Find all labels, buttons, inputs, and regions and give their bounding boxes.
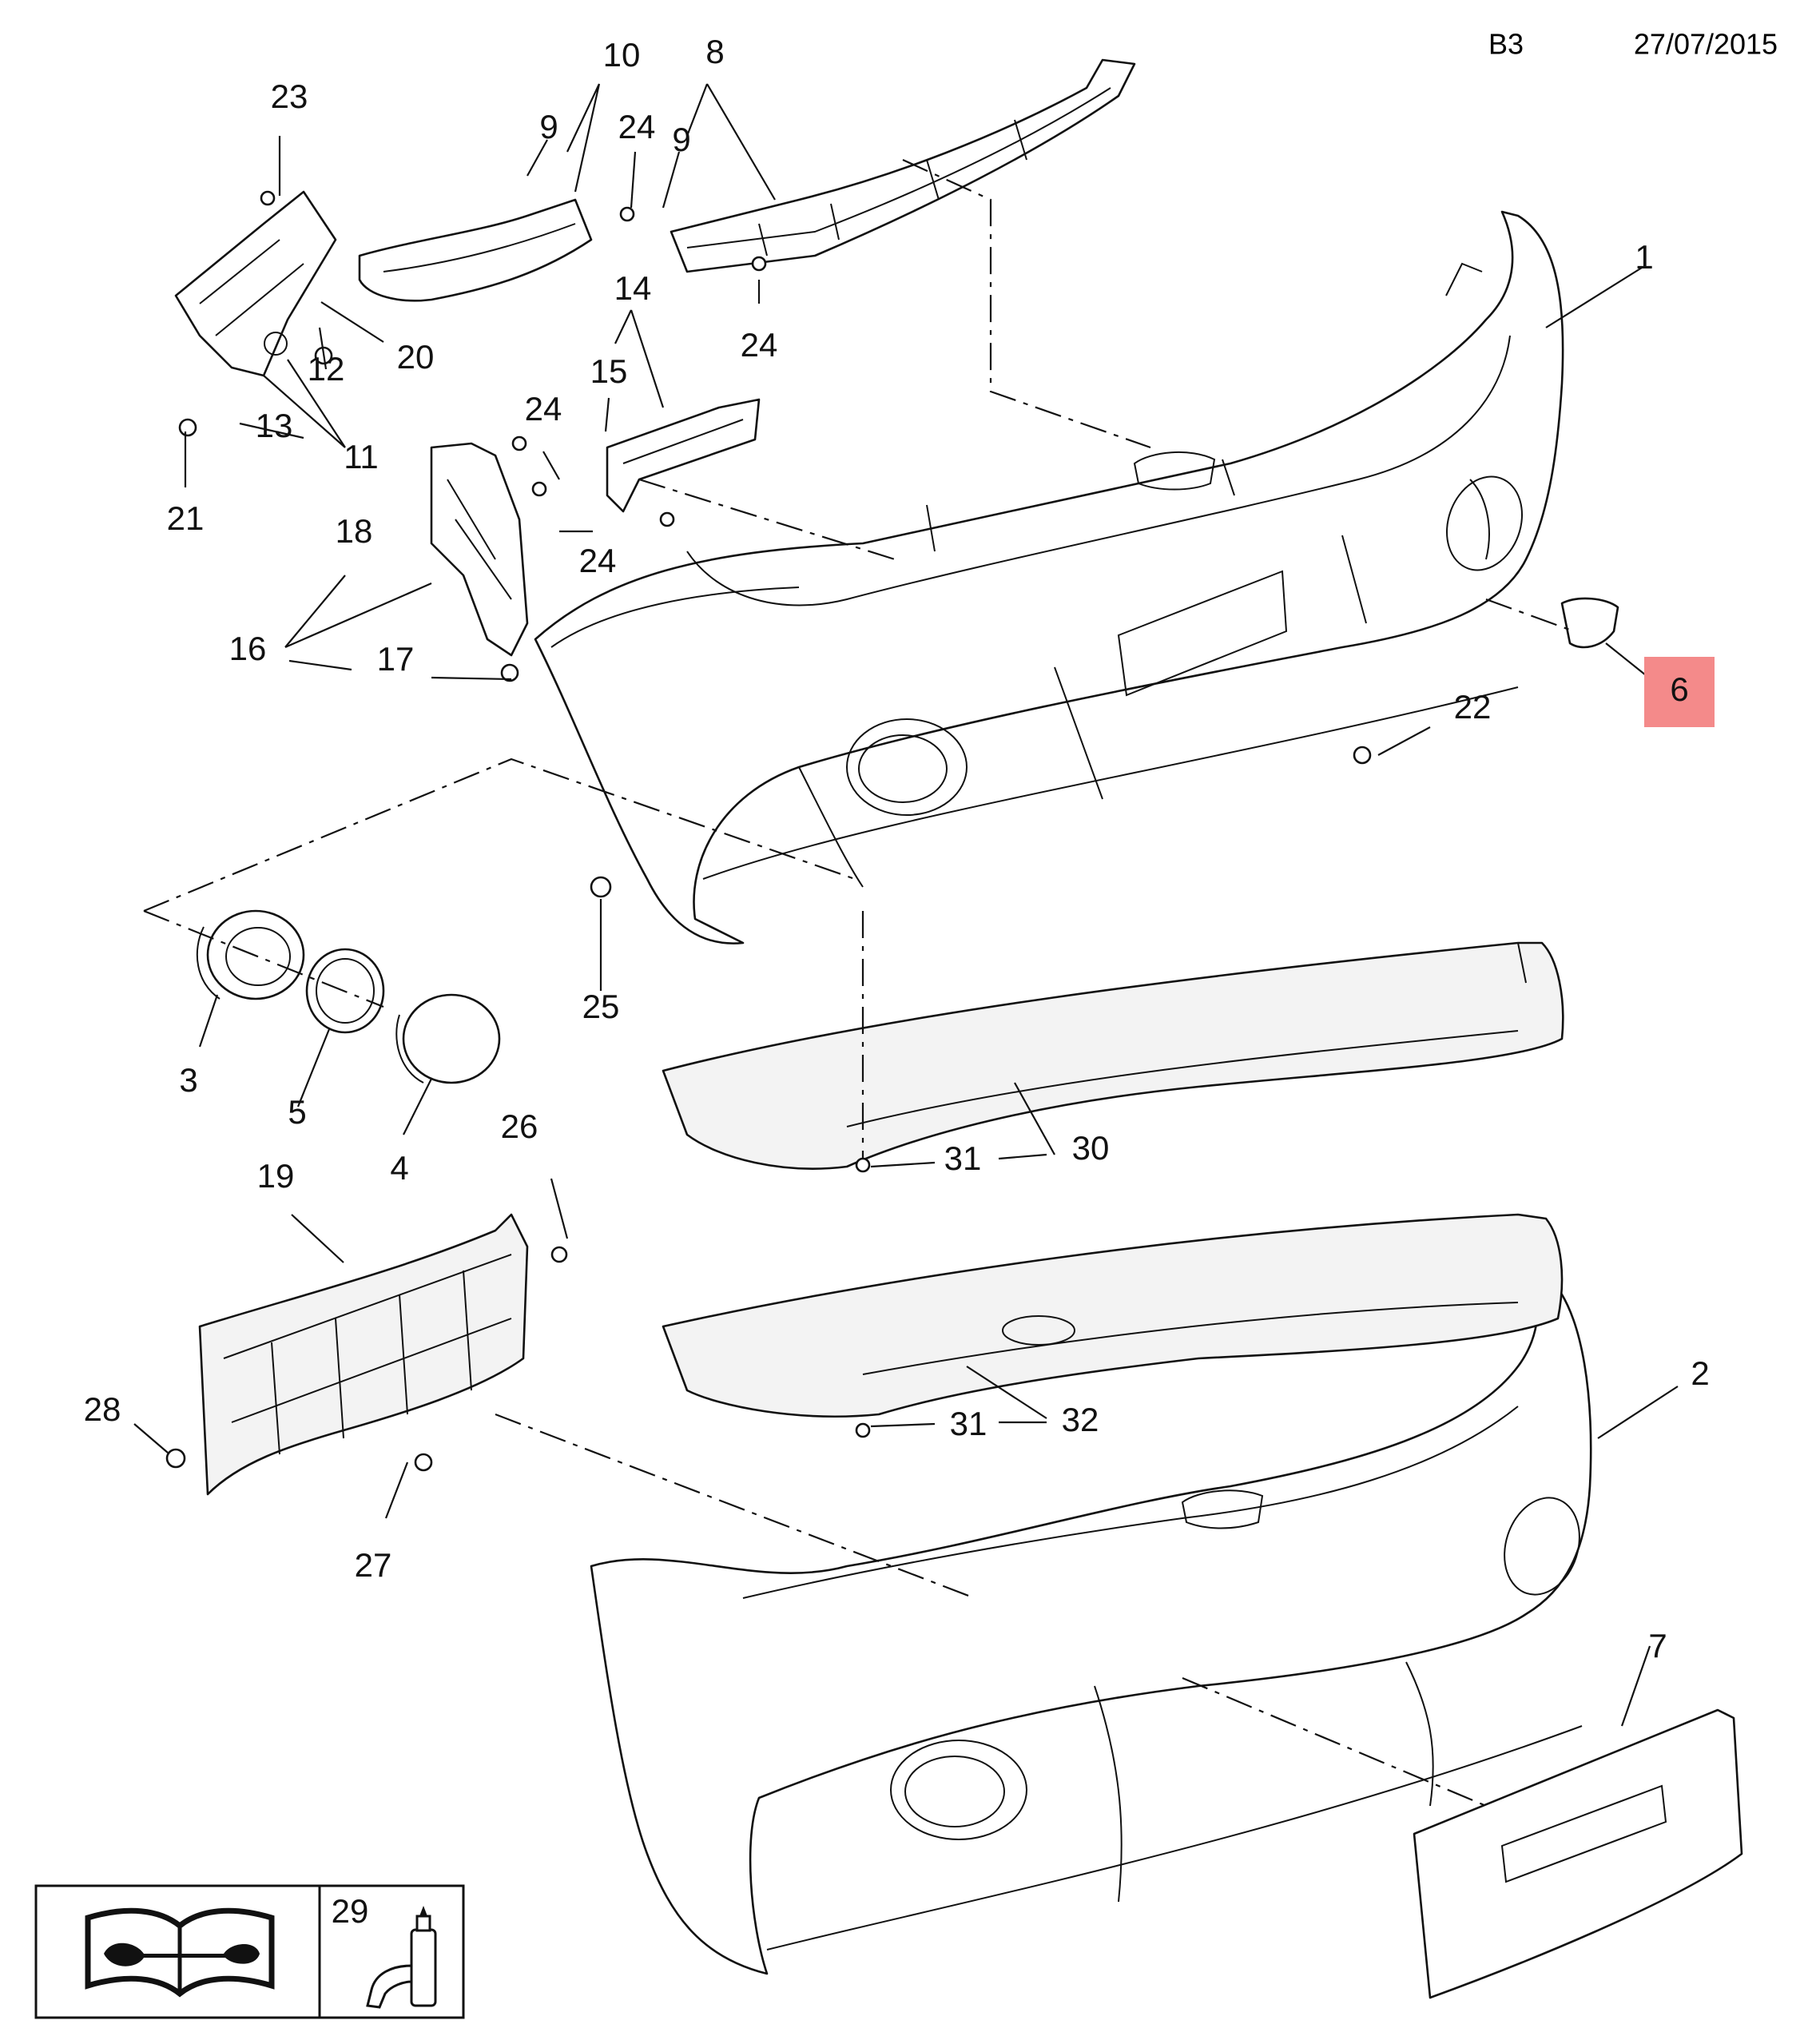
side-bracket-upper[interactable] [174,190,337,377]
callout-10[interactable]: 10 [603,36,641,74]
callout-24c[interactable]: 24 [525,390,562,427]
callout-20[interactable]: 20 [397,338,435,376]
fog-lamp-4[interactable] [395,993,501,1084]
callout-18[interactable]: 18 [336,512,373,550]
tow-eye-cover-6[interactable] [1560,597,1619,649]
callout-2[interactable]: 2 [1691,1354,1709,1392]
callout-9a[interactable]: 9 [539,108,558,145]
callout-24a[interactable]: 24 [618,108,656,145]
assembly-lines [143,158,1575,1807]
callout-4[interactable]: 4 [390,1149,408,1187]
callout-6[interactable]: 6 [1670,670,1688,708]
highlighted-part-box [1644,657,1715,727]
callout-17[interactable]: 17 [377,640,415,678]
callout-23[interactable]: 23 [271,78,308,115]
callout-27[interactable]: 27 [355,1546,392,1584]
callout-24b[interactable]: 24 [741,326,778,364]
fog-lamp-bezel-3[interactable] [196,909,305,1000]
side-support-16[interactable] [430,442,529,657]
rear-diffuser-30[interactable] [662,941,1564,1170]
callout-14[interactable]: 14 [614,269,652,307]
legend-box: 29 [34,1884,465,2019]
callout-9b[interactable]: 9 [672,121,690,158]
fasteners [165,190,1372,1472]
callout-21[interactable]: 21 [167,499,205,537]
callout-3[interactable]: 3 [179,1061,197,1099]
rear-diffuser-32[interactable] [662,1213,1564,1418]
callout-labels: 1 2 3 4 5 6 7 8 9 9 10 11 12 13 14 15 16… [84,33,1710,1664]
callout-5[interactable]: 5 [288,1093,306,1131]
adhesive-bottle-icon [366,1906,437,2009]
bumper-carrier-19[interactable] [198,1213,529,1496]
license-plate-holder-7[interactable] [1413,1708,1743,1999]
callout-7[interactable]: 7 [1648,1627,1667,1664]
bumper-reinforcement[interactable] [670,58,1136,273]
callout-26[interactable]: 26 [501,1107,538,1145]
callout-31a[interactable]: 31 [944,1139,982,1177]
callout-29[interactable]: 29 [332,1892,369,1930]
callout-24d[interactable]: 24 [579,542,617,579]
callout-28[interactable]: 28 [84,1390,121,1428]
callout-11[interactable]: 11 [344,438,379,475]
callout-19[interactable]: 19 [257,1157,295,1195]
callout-32[interactable]: 32 [1062,1401,1099,1438]
guide-bracket-left[interactable] [358,198,593,302]
callout-31b[interactable]: 31 [950,1405,987,1442]
callout-13[interactable]: 13 [256,407,293,444]
manual-book-wrench-icon [85,1907,275,1998]
bumper-cover-lower[interactable] [590,1269,1592,1975]
leader-lines [133,83,1679,1727]
callout-30[interactable]: 30 [1072,1129,1110,1167]
mounting-bracket-14[interactable] [606,398,761,513]
callout-1[interactable]: 1 [1635,238,1653,276]
section-code: B3 [1488,28,1524,61]
callout-25[interactable]: 25 [582,988,620,1025]
callout-22[interactable]: 22 [1454,688,1492,726]
diagram-date: 27/07/2015 [1634,28,1778,61]
bumper-cover-upper[interactable] [534,210,1564,944]
callout-16[interactable]: 16 [229,630,267,667]
callout-12[interactable]: 12 [308,350,345,388]
callout-15[interactable]: 15 [590,352,628,390]
callout-8[interactable]: 8 [705,33,724,70]
